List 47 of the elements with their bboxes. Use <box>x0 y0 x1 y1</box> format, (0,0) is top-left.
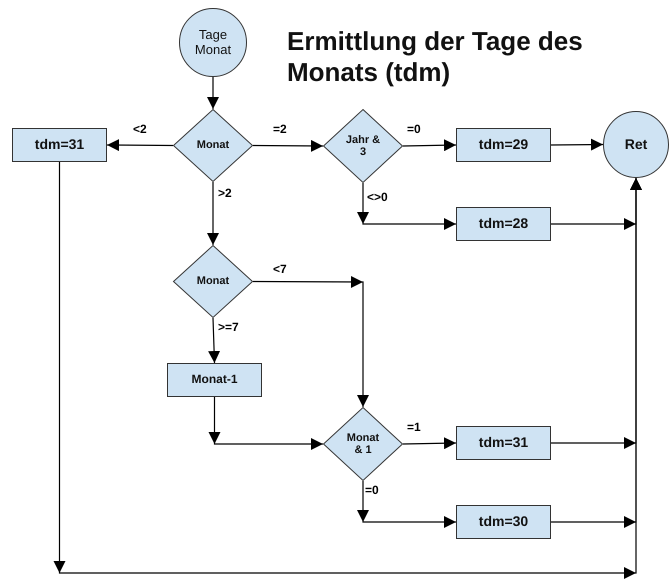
edge-label: >=7 <box>217 320 240 334</box>
edge-label: <2 <box>132 122 148 136</box>
arrow <box>551 138 603 151</box>
terminal-circle <box>179 8 247 77</box>
arrow <box>253 276 369 407</box>
arrow <box>357 481 456 528</box>
node-label: Tage Monat <box>194 28 232 57</box>
arrow <box>402 437 456 450</box>
process-box <box>456 207 551 241</box>
node-label: Jahr & 3 <box>344 134 382 158</box>
process-box <box>456 505 551 539</box>
node-label: Monat-1 <box>192 373 238 387</box>
node-label: tdm=30 <box>478 514 528 530</box>
arrow <box>208 318 220 364</box>
arrow <box>207 77 219 109</box>
node-label: Ret <box>624 136 648 152</box>
arrow <box>357 183 456 230</box>
arrow <box>402 139 456 152</box>
terminal-circle <box>603 111 669 178</box>
node-label: tdm=29 <box>478 137 528 153</box>
arrow <box>208 397 323 450</box>
edge-label: >2 <box>217 186 233 200</box>
edge-label: =2 <box>272 122 288 136</box>
node-label: Monat <box>196 139 230 152</box>
edge-label: <7 <box>272 262 288 276</box>
node-label: tdm=31 <box>34 137 84 153</box>
arrow <box>54 162 642 579</box>
edge-label: =0 <box>406 122 422 136</box>
arrow <box>107 139 173 152</box>
arrow <box>253 140 323 152</box>
process-box <box>12 128 107 162</box>
decision-diamond <box>173 245 253 318</box>
decision-diamond <box>323 407 403 481</box>
process-box <box>456 128 551 162</box>
diagram-title: Ermittlung der Tage des Monats (tdm) <box>287 26 584 88</box>
edge-label: <>0 <box>366 190 389 204</box>
arrow <box>207 182 219 245</box>
decision-diamond <box>173 109 253 182</box>
node-label: tdm=28 <box>478 216 528 232</box>
process-box <box>167 363 262 397</box>
edge-label: =0 <box>364 483 380 497</box>
decision-diamond <box>323 109 403 183</box>
process-box <box>456 426 551 460</box>
node-label: Monat & 1 <box>346 432 380 456</box>
node-label: Monat <box>196 275 230 288</box>
edge-label: =1 <box>406 420 422 434</box>
node-label: tdm=31 <box>478 435 528 451</box>
